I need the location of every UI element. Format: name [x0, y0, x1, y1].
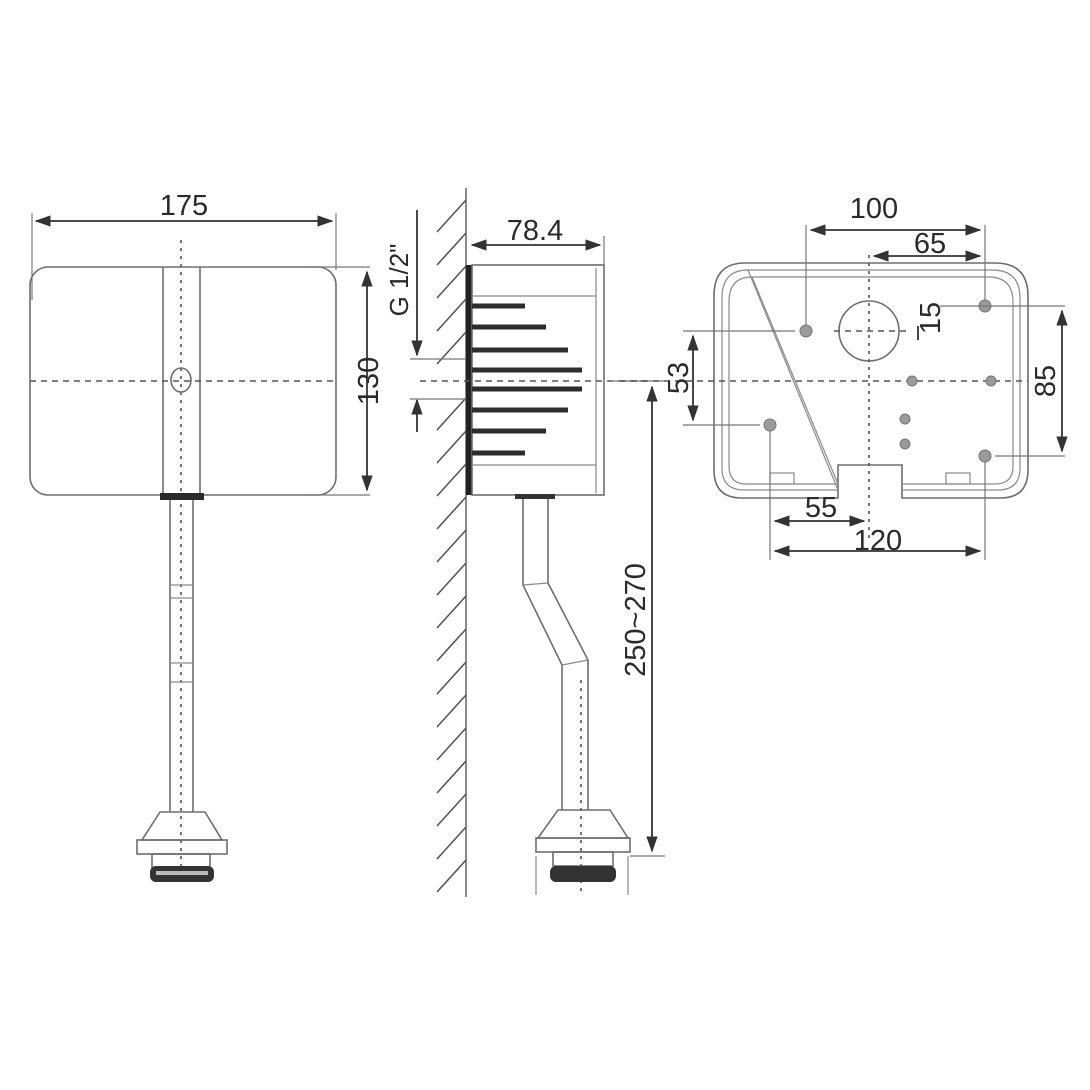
side-view: G 1/2" 78.4: [384, 188, 665, 897]
screw-hole-icon: [899, 438, 911, 450]
screw-hole-icon: [899, 413, 911, 425]
offset-right-label: 65: [914, 228, 946, 260]
pipe-left-edge: [522, 499, 563, 810]
bottom-span-label: 120: [854, 525, 902, 557]
pipe-joint: [522, 582, 549, 586]
small-offset-label: 15: [915, 302, 947, 334]
frame-inner-2: [728, 276, 1014, 485]
outlet-nut: [515, 494, 555, 499]
pipe-right-edge: [547, 499, 589, 810]
cooling-fins: [472, 303, 582, 456]
screw-hole-icon: [978, 449, 992, 463]
spud-cone: [140, 811, 224, 841]
depth-label: 78.4: [507, 215, 563, 247]
install-height-label: 250~270: [620, 563, 652, 677]
clip-right: [945, 472, 971, 485]
spud-flange: [535, 837, 631, 853]
hole-span-label: 100: [850, 193, 898, 225]
frame-inner: [721, 269, 1021, 491]
screw-hole-icon: [799, 324, 813, 338]
front-view: 175 130: [29, 190, 385, 882]
thread-label: G 1/2": [384, 244, 414, 317]
outlet-nut: [160, 493, 204, 500]
vertical-span-label: 85: [1030, 365, 1062, 397]
width-label: 175: [160, 190, 208, 222]
sensor-window-icon: [170, 367, 192, 393]
spud-gasket: [550, 866, 616, 882]
mounting-view: 100 65 15 53 85 55 120: [620, 193, 1068, 560]
mounting-plate: [466, 265, 472, 495]
spud-body: [552, 851, 614, 867]
spud-cone: [536, 809, 630, 839]
pipe-joint: [561, 659, 589, 666]
valve-body: [471, 264, 605, 496]
vertical-offset-label: 53: [663, 362, 695, 394]
gasket-highlight: [156, 871, 208, 875]
wall-hatching: [436, 199, 467, 893]
frame-outer: [713, 262, 1029, 499]
bottom-offset-label: 55: [805, 492, 837, 524]
height-label: 130: [353, 357, 385, 405]
spud-flange: [136, 839, 228, 855]
clip-left: [769, 472, 795, 485]
screw-hole-icon: [985, 375, 997, 387]
screw-hole-icon: [763, 418, 777, 432]
screw-hole-icon: [906, 375, 918, 387]
